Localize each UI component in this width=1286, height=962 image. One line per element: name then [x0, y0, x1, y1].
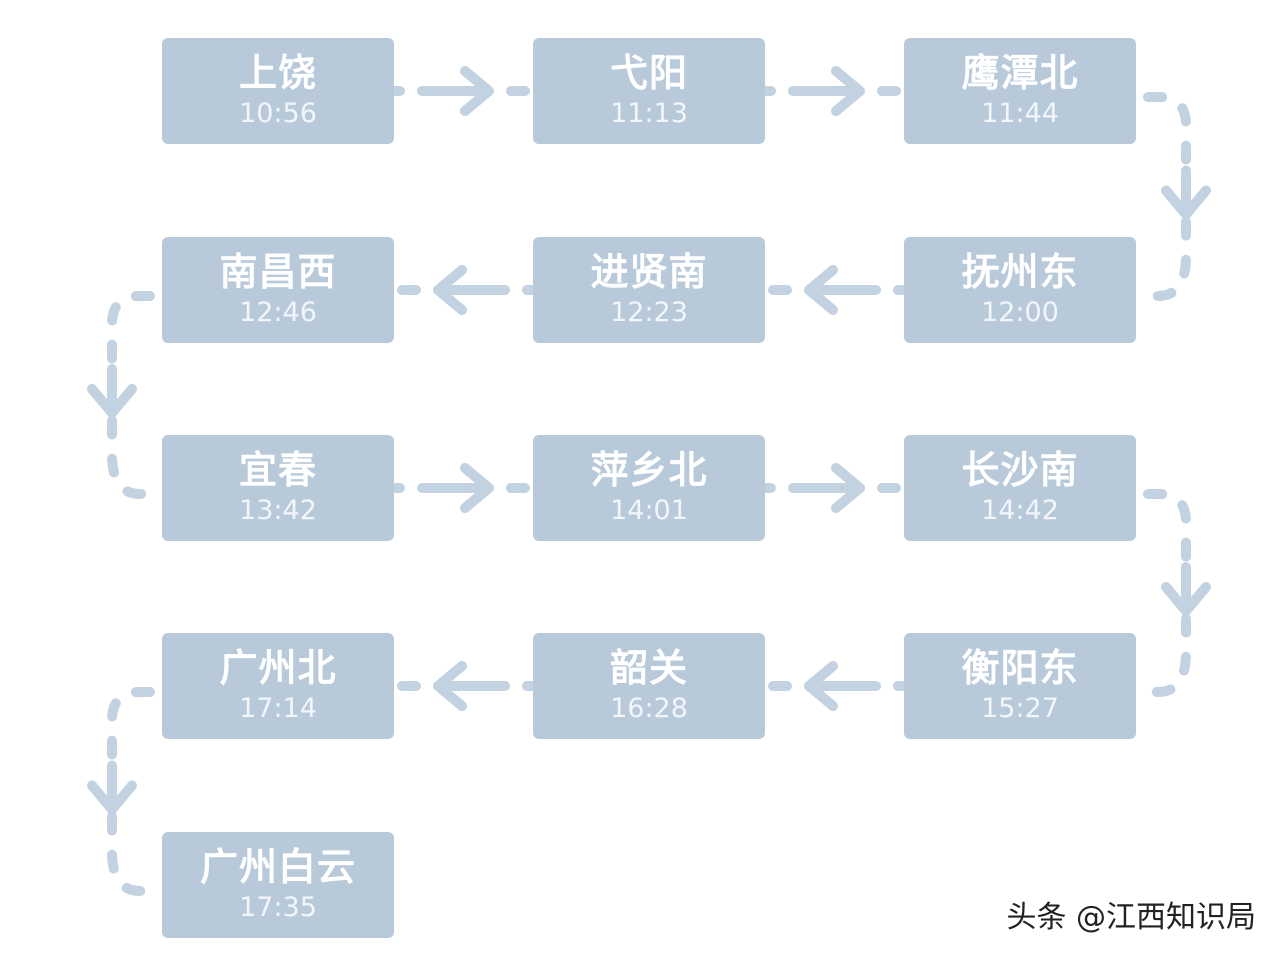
station-name: 衡阳东	[961, 646, 1079, 690]
station-name: 韶关	[609, 646, 688, 690]
station-box: 抚州东 12:00	[904, 237, 1136, 343]
station-box: 韶关 16:28	[533, 633, 765, 739]
station-time: 12:23	[610, 297, 688, 328]
arrow-head	[87, 384, 137, 418]
station-box: 宜春 13:42	[162, 435, 394, 541]
station-time: 14:01	[610, 495, 688, 526]
station-time: 11:44	[981, 98, 1059, 129]
arrow-head	[804, 265, 838, 315]
station-box: 广州北 17:14	[162, 633, 394, 739]
station-box: 南昌西 12:46	[162, 237, 394, 343]
station-time: 15:27	[981, 693, 1059, 724]
station-box: 衡阳东 15:27	[904, 633, 1136, 739]
station-name: 抚州东	[961, 250, 1079, 294]
station-box: 广州白云 17:35	[162, 832, 394, 938]
station-time: 17:14	[239, 693, 317, 724]
station-name: 上饶	[238, 51, 317, 95]
arrow-head	[460, 463, 494, 513]
station-time: 11:13	[610, 98, 688, 129]
station-box: 萍乡北 14:01	[533, 435, 765, 541]
arrow-head	[804, 661, 838, 711]
station-time: 12:46	[239, 297, 317, 328]
arrow-head	[1161, 582, 1211, 616]
station-name: 广州白云	[199, 845, 356, 889]
arrow-head	[460, 66, 494, 116]
station-time: 13:42	[239, 495, 317, 526]
arrow-head	[433, 661, 467, 711]
station-box: 长沙南 14:42	[904, 435, 1136, 541]
station-name: 长沙南	[961, 448, 1079, 492]
arrow-head	[433, 265, 467, 315]
station-name: 萍乡北	[590, 448, 708, 492]
arrow-head	[87, 780, 137, 815]
arrow-head	[831, 66, 865, 116]
station-box: 鹰潭北 11:44	[904, 38, 1136, 144]
watermark: 头条 @江西知识局	[1006, 900, 1256, 935]
station-box: 进贤南 12:23	[533, 237, 765, 343]
station-time: 17:35	[239, 892, 317, 923]
station-time: 16:28	[610, 693, 688, 724]
station-name: 鹰潭北	[961, 51, 1079, 95]
station-time: 14:42	[981, 495, 1059, 526]
arrow-head	[1161, 185, 1211, 220]
station-name: 进贤南	[590, 250, 708, 294]
station-box: 上饶 10:56	[162, 38, 394, 144]
arrow-head	[831, 463, 865, 513]
station-name: 宜春	[238, 448, 317, 492]
station-time: 12:00	[981, 297, 1059, 328]
station-name: 弋阳	[609, 51, 688, 95]
station-box: 弋阳 11:13	[533, 38, 765, 144]
station-name: 南昌西	[219, 250, 337, 294]
station-time: 10:56	[239, 98, 317, 129]
station-name: 广州北	[219, 646, 337, 690]
